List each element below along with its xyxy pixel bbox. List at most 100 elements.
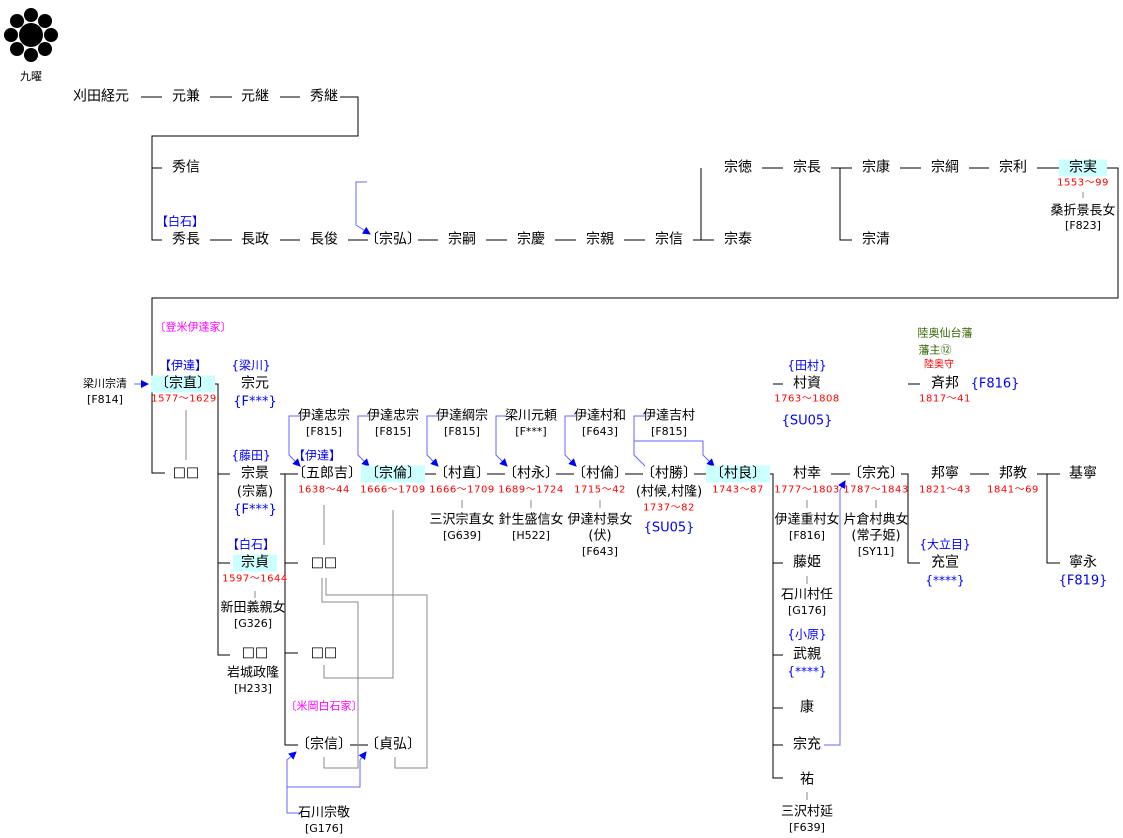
life-dates: 1777〜1803 (774, 484, 840, 496)
ref-code: {F***} (233, 502, 277, 518)
ref-code: [H233] (234, 682, 272, 695)
family-tag: {梁川} (231, 358, 271, 373)
person: 〔宗弘〕 (365, 231, 421, 248)
spouse: 伊達村景女 (567, 512, 633, 528)
person: 秀信 (172, 159, 200, 176)
ref-code: [F643] (582, 545, 618, 558)
person-highlighted: 宗貞 (233, 554, 277, 572)
family-tag: 【白石】 (226, 537, 276, 552)
adoptive-father: 石川宗敬 (297, 805, 351, 821)
life-dates: 1666〜1709 (429, 484, 495, 496)
family-tag: {藤田} (231, 448, 271, 463)
spouse: 片倉村典女 (843, 512, 909, 528)
person: 〔宗信〕 (296, 736, 352, 753)
ref-code: [G639] (442, 529, 482, 542)
ref-code: [G176] (787, 604, 827, 617)
birth-father: 伊達忠宗 (366, 408, 420, 424)
ref-code: [F639] (789, 821, 825, 834)
person: 宗信 (655, 231, 683, 248)
person: 〔村直〕 (434, 465, 490, 482)
life-dates: 1763〜1808 (774, 393, 840, 405)
spouse: 三沢宗直女 (429, 512, 495, 528)
person: 秀長 (172, 231, 200, 248)
person: 村資 (793, 375, 821, 392)
person: 〔村倫〕 (572, 465, 628, 482)
person: 刈田経元 (73, 88, 129, 105)
person: 宗慶 (517, 231, 545, 248)
person: 宗綱 (931, 159, 959, 176)
spouse: 桑折景長女 (1050, 203, 1116, 219)
lineage-lines (141, 96, 1119, 779)
spouse: 石川村任 (780, 587, 834, 603)
ref-code: {F816} (970, 376, 1020, 392)
ref-code: [F814] (87, 393, 123, 406)
ref-code: [F823] (1065, 219, 1101, 232)
house-label: 〔米岡白石家〕 (285, 699, 363, 713)
birth-father: 伊達綱宗 (435, 408, 489, 424)
life-dates: 1817〜41 (919, 393, 971, 405)
person: 〔村永〕 (503, 465, 559, 482)
person-highlighted: 宗実 (1059, 159, 1107, 177)
ref-code: {****} (925, 573, 965, 588)
alias: (常子姫) (851, 528, 901, 544)
person: 宗康 (862, 159, 890, 176)
ref-code: [F815] (306, 425, 342, 438)
person: 宗清 (862, 231, 890, 248)
person: 基寧 (1069, 465, 1097, 482)
person: 元継 (241, 88, 269, 105)
person: 梁川宗清 (83, 377, 127, 390)
person: 宗泰 (724, 231, 752, 248)
family-tag: 【伊達】 (158, 358, 208, 373)
person: 〔村勝〕 (641, 465, 697, 482)
family-tag: {大立目} (919, 537, 971, 552)
ref-code: [F815] (375, 425, 411, 438)
person-highlighted: 〔宗倫〕 (361, 465, 425, 483)
life-dates: 1841〜69 (987, 484, 1039, 496)
ref-code: [G176] (304, 822, 344, 835)
person: 〔貞弘〕 (365, 736, 421, 753)
birth-father: 伊達忠宗 (297, 408, 351, 424)
person: □□ (310, 644, 338, 661)
alias: (宗嘉) (236, 484, 274, 500)
lord-title: 藩主⑫ (918, 343, 952, 357)
birth-father: 梁川元頼 (504, 408, 558, 424)
ref-code: [F643] (582, 425, 618, 438)
person: □□ (172, 464, 200, 481)
crest-label: 九曜 (20, 70, 42, 83)
person: 斉邦 (931, 375, 959, 392)
life-dates: 1577〜1629 (151, 393, 217, 405)
ref-code: [G326] (233, 617, 273, 630)
ref-code: [H522] (512, 529, 550, 542)
person: 充宣 (931, 554, 959, 571)
life-dates: 1787〜1843 (843, 484, 909, 496)
kuyo-crest-icon (4, 8, 58, 62)
person: □□ (241, 644, 269, 661)
person: 武親 (793, 646, 821, 663)
person-highlighted: 〔村良〕 (706, 465, 770, 483)
person: 秀継 (310, 88, 338, 105)
person: 宗徳 (724, 159, 752, 176)
ref-code: [F816] (789, 529, 825, 542)
ref-code: {****} (787, 664, 827, 679)
person: 元兼 (172, 88, 200, 105)
person: 宗元 (241, 375, 269, 392)
spouse: 岩城政隆 (226, 665, 280, 681)
alias: (村候,村隆) (635, 484, 703, 500)
person: 藤姫 (793, 554, 821, 571)
family-tag: 【伊達】 (292, 448, 342, 463)
family-tag: {田村} (787, 358, 827, 373)
person: 〔五郎吉〕 (292, 465, 362, 482)
ref-code: [SY11] (857, 545, 895, 558)
birth-father: 伊達村和 (573, 408, 627, 424)
ref-code: [F815] (651, 425, 687, 438)
person: 寧永 (1069, 554, 1097, 571)
court-office: 陸奥守 (924, 359, 954, 371)
person: 長俊 (310, 231, 338, 248)
ref-code: {SU05} (781, 413, 833, 429)
house-label: 〔登米伊達家〕 (154, 320, 232, 334)
spouse: 伊達重村女 (774, 512, 840, 528)
ref-code: {SU05} (643, 520, 695, 536)
ref-code: {F***} (233, 394, 277, 410)
spouse: 針生盛信女 (498, 512, 564, 528)
